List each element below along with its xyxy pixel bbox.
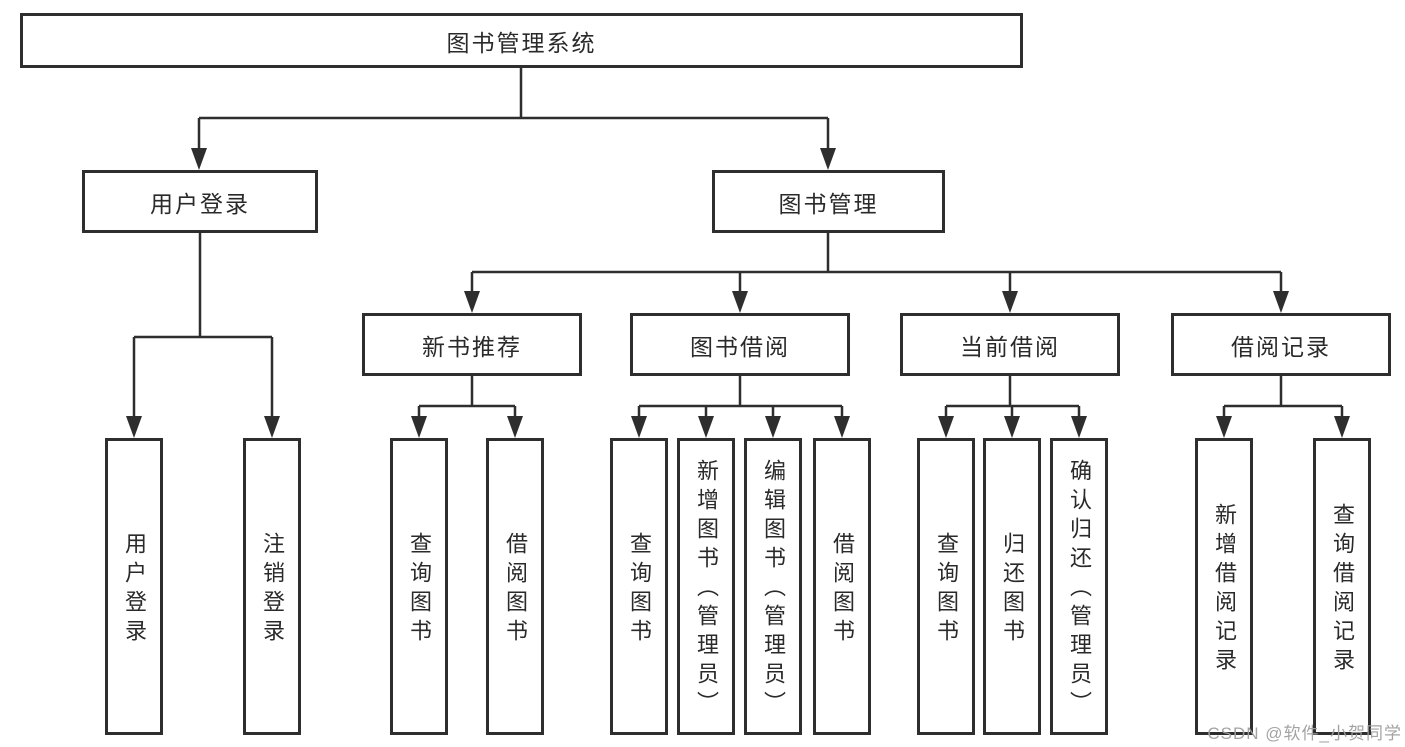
csdn-watermark: CSDN @软件_小贺同学 — [1207, 724, 1402, 743]
leaf-bb-edit-book-admin: 编辑图书（管理员） — [744, 438, 802, 735]
leaf-nbr-borrow-book: 借阅图书 — [486, 438, 544, 735]
leaf-bb-query-book: 查询图书 — [610, 438, 668, 735]
leaf-cb-return-book: 归还图书 — [983, 438, 1041, 735]
node-new-book-rec: 新书推荐 — [362, 313, 582, 376]
node-user-login: 用户登录 — [82, 170, 318, 233]
leaf-br-add-record: 新增借阅记录 — [1195, 438, 1253, 735]
leaf-bb-add-book-admin: 新增图书（管理员） — [677, 438, 735, 735]
node-current-borrow: 当前借阅 — [900, 313, 1120, 376]
connector-lines — [132, 68, 1344, 418]
node-book-borrow: 图书借阅 — [630, 313, 850, 376]
node-borrow-record: 借阅记录 — [1171, 313, 1391, 376]
leaf-bb-borrow-book: 借阅图书 — [813, 438, 871, 735]
leaf-cb-confirm-return-admin: 确认归还（管理员） — [1050, 438, 1108, 735]
leaf-nbr-query-book: 查询图书 — [390, 438, 448, 735]
leaf-logout: 注销登录 — [243, 438, 301, 735]
node-root: 图书管理系统 — [20, 13, 1023, 68]
node-book-mgmt: 图书管理 — [712, 170, 945, 233]
arrowhead-icons — [126, 148, 1350, 438]
leaf-user-login: 用户登录 — [105, 438, 163, 735]
leaf-cb-query-book: 查询图书 — [917, 438, 975, 735]
leaf-br-query-record: 查询借阅记录 — [1313, 438, 1371, 735]
